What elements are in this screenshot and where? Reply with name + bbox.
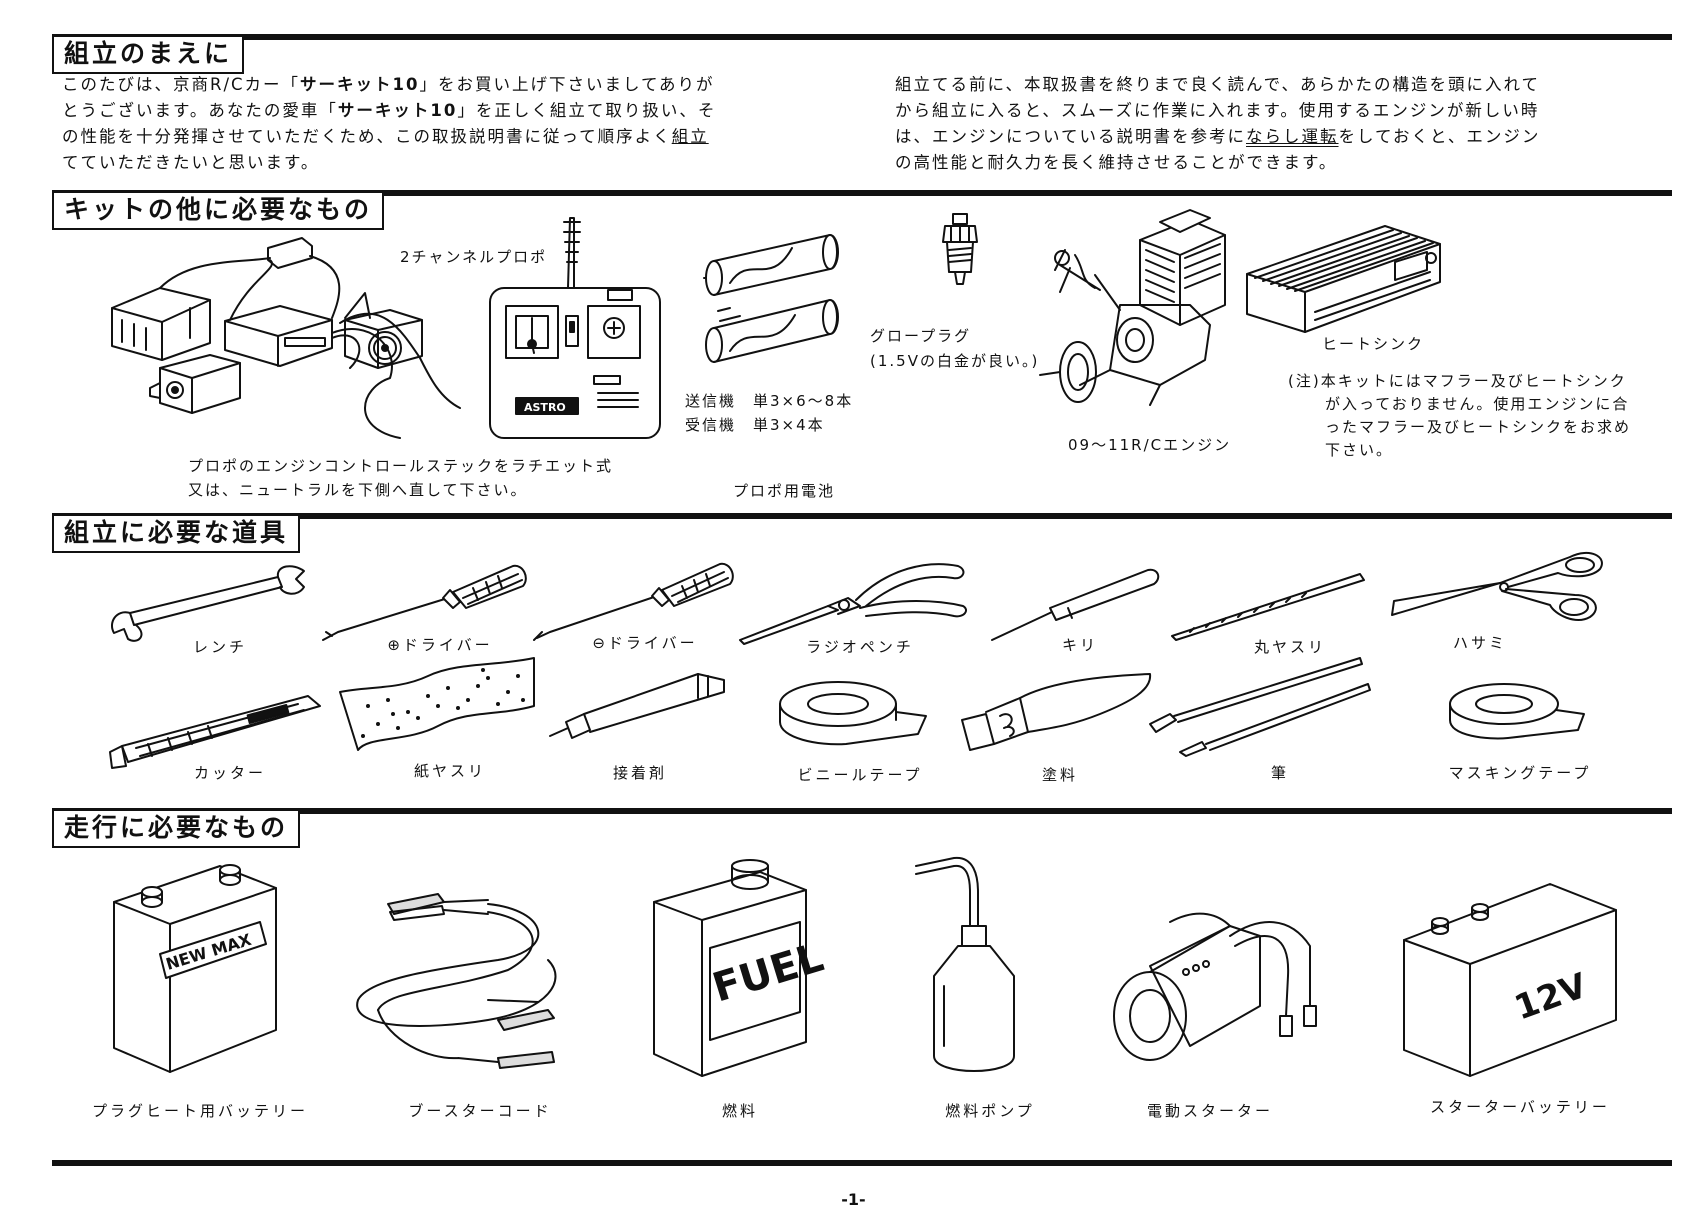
awl-illustration <box>991 568 1160 641</box>
plug-heat-battery-illustration: NEW MAX <box>113 864 277 1073</box>
note-line-3: ったマフラー及びヒートシンクをお求め <box>1325 418 1632 436</box>
phillips-screwdriver-illustration <box>322 564 527 641</box>
section-rule-3 <box>52 513 1672 519</box>
glow-plug-label: グロープラグ <box>870 327 972 345</box>
engine-label: 09～11R/Cエンジン <box>1068 436 1232 454</box>
round-file-illustration <box>1171 573 1365 641</box>
tool-label-cutter: カッター <box>193 764 266 782</box>
note-line-4: 下さい。 <box>1325 441 1394 459</box>
scissors-illustration <box>1391 551 1603 621</box>
aa-batteries-illustration <box>703 234 839 363</box>
tool-label-radio-pliers: ラジオペンチ <box>806 638 914 656</box>
propo-battery-label: プロポ用電池 <box>733 482 836 500</box>
section-heading-tools: 組立に必要な道具 <box>52 514 301 553</box>
section-heading-kit-extras: キットの他に必要なもの <box>52 191 385 230</box>
receiver-servo-set-illustration <box>111 237 461 439</box>
transmitter-illustration: ASTRO <box>489 217 661 439</box>
radio-pliers-illustration <box>739 563 967 645</box>
fuel-can-illustration: FUEL <box>653 859 829 1077</box>
tool-label-sandpaper: 紙ヤスリ <box>413 762 486 780</box>
vinyl-tape-illustration <box>779 681 927 746</box>
section-rule-4 <box>52 808 1672 814</box>
glue-tube-illustration <box>549 673 725 739</box>
propo-note-line-1: プロポのエンジンコントロールステックをラチエット式 <box>188 457 614 475</box>
tool-label-paint: 塗料 <box>1041 766 1078 784</box>
section-rule-2 <box>52 190 1672 196</box>
brushes-illustration <box>1149 657 1371 757</box>
tool-label-vinyl-tape: ビニールテープ <box>797 766 923 784</box>
booster-cord-illustration <box>356 893 557 1069</box>
tool-label-scissors: ハサミ <box>1452 634 1507 652</box>
running-label-electric-starter: 電動スターター <box>1146 1102 1273 1120</box>
intro-paragraph-right: 組立てる前に、本取扱書を終りまで良く読んで、あらかたの構造を頭に入れて から組立… <box>895 75 1541 172</box>
running-label-fuel: 燃料 <box>721 1102 758 1120</box>
sandpaper-illustration <box>339 657 535 751</box>
tool-label-wrench: レンチ <box>192 638 247 656</box>
page-number: -1- <box>841 1190 866 1209</box>
starter-battery-illustration: 12V <box>1403 883 1617 1077</box>
transmitter-brand: ASTRO <box>524 401 566 414</box>
glow-plug-illustration <box>942 213 978 285</box>
tool-label-round-file: 丸ヤスリ <box>1253 638 1326 656</box>
fuel-pump-bottle-illustration <box>915 856 1015 1072</box>
cutter-knife-illustration <box>109 695 321 769</box>
transmitter-battery-label: 送信機 単3×6～8本 <box>685 392 854 410</box>
note-line-2: が入っておりません。使用エンジンに合 <box>1325 395 1630 413</box>
tool-label-brush: 筆 <box>1270 764 1289 782</box>
running-label-plug-battery: プラグヒート用バッテリー <box>91 1102 308 1120</box>
masking-tape-illustration <box>1449 683 1585 740</box>
intro-paragraph-left: このたびは、京商R/Cカー「サーキット10」をお買い上げ下さいましてありが とう… <box>62 75 717 172</box>
tool-label-glue: 接着剤 <box>612 764 667 782</box>
flat-screwdriver-illustration <box>533 562 734 641</box>
running-label-starter-battery: スターターバッテリー <box>1430 1098 1610 1116</box>
running-label-fuel-pump: 燃料ポンプ <box>945 1102 1035 1120</box>
battery-brand: NEW MAX <box>164 930 255 974</box>
receiver-battery-label: 受信機 単3×4本 <box>685 416 825 434</box>
heatsink-label: ヒートシンク <box>1322 335 1425 353</box>
electric-starter-illustration <box>1113 912 1317 1061</box>
fuel-can-label: FUEL <box>707 935 828 1012</box>
tool-label-awl: キリ <box>1061 636 1098 654</box>
propo-label: 2チャンネルプロポ <box>400 248 548 266</box>
tool-label-flat-driver: ⊖ドライバー <box>592 634 698 652</box>
section-heading-before-assembly: 組立のまえに <box>52 35 245 74</box>
tool-label-masking-tape: マスキングテープ <box>1448 764 1592 782</box>
footer-rule <box>52 1160 1672 1166</box>
heatsink-illustration <box>1246 225 1441 333</box>
wrench-illustration <box>111 565 305 642</box>
section-heading-running: 走行に必要なもの <box>52 809 301 848</box>
note-line-1: (注)本キットにはマフラー及びヒートシンク <box>1288 372 1627 390</box>
propo-note-line-2: 又は、ニュートラルを下側へ直して下さい。 <box>188 481 528 499</box>
running-label-booster-cord: ブースターコード <box>408 1102 552 1120</box>
glow-plug-note: (1.5Vの白金が良い。) <box>870 352 1040 370</box>
section-rule-1 <box>52 34 1672 40</box>
starter-battery-voltage: 12V <box>1509 965 1593 1028</box>
paint-tube-illustration <box>961 673 1152 751</box>
engine-illustration <box>1039 209 1226 406</box>
tool-label-phillips-driver: ⊕ドライバー <box>387 636 493 654</box>
